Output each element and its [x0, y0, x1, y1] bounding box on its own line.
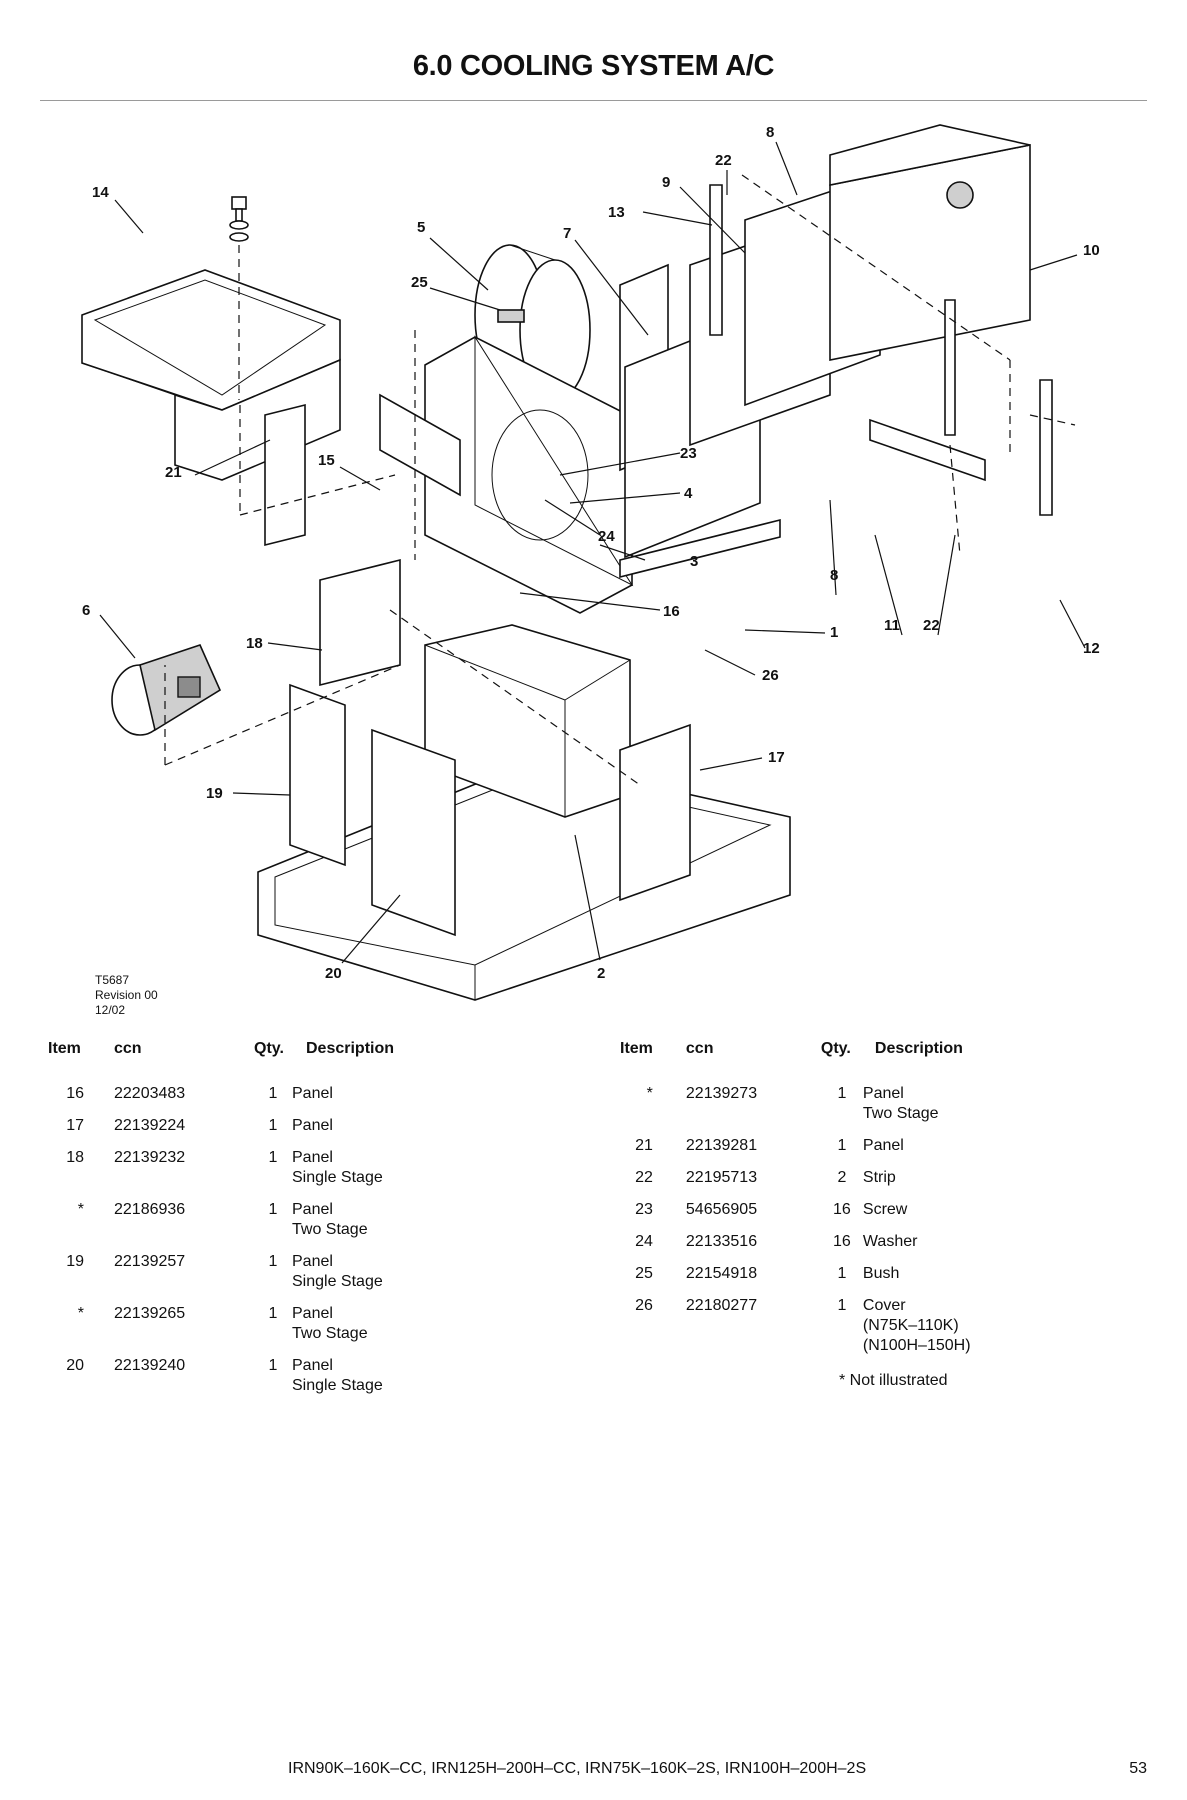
callout-8-top: 8: [766, 124, 774, 141]
callout-23: 23: [680, 445, 697, 462]
revision-label: Revision 00: [95, 988, 158, 1002]
callout-20: 20: [325, 965, 342, 982]
table-row: 21 22139281 1 Panel: [635, 1137, 904, 1154]
footer-models: IRN90K–160K–CC, IRN125H–200H–CC, IRN75K–…: [288, 1760, 867, 1777]
callout-8-bottom: 8: [830, 567, 838, 584]
header-description: Description: [306, 1040, 395, 1057]
drawing-number: T5687: [95, 973, 130, 987]
callout-17: 17: [768, 749, 785, 766]
not-illustrated-note: * Not illustrated: [839, 1372, 948, 1389]
callout-14: 14: [92, 184, 109, 201]
assembly-lines: [164, 174, 1076, 786]
callout-22-bottom: 22: [923, 617, 940, 634]
header-qty: Qty.: [820, 1040, 851, 1057]
callout-13: 13: [608, 204, 625, 221]
fan-wheel: [474, 244, 591, 401]
table-header-row: Item ccn Qty. Description: [48, 1040, 492, 1084]
table-row: 22 22195713 2 Strip: [635, 1169, 896, 1186]
parts-table-left: Item ccn Qty. Description 16 22203483 1 …: [48, 1040, 492, 1408]
callout-15: 15: [318, 452, 335, 469]
callout-4: 4: [684, 485, 693, 502]
callout-10: 10: [1083, 242, 1100, 259]
right-strips: [709, 184, 1053, 516]
table-row: 24 22133516 16 Washer: [635, 1233, 918, 1250]
callout-3: 3: [690, 553, 698, 570]
callout-9: 9: [662, 174, 670, 191]
callout-1: 1: [830, 624, 838, 641]
callout-24: 24: [598, 528, 615, 545]
revision-date: 12/02: [95, 1003, 126, 1017]
exploded-parts-diagram: 14 5 25 21 15 6 18 19 20 2 23 4 24 3 16 …: [81, 124, 1100, 1001]
callout-21: 21: [165, 464, 182, 481]
table-row: 23 54656905 16 Screw: [635, 1201, 908, 1218]
table-row: 16 22203483 1 Panel: [66, 1085, 333, 1102]
header-ccn: ccn: [685, 1040, 714, 1057]
header-qty: Qty.: [254, 1040, 284, 1057]
leader-lines: [99, 141, 1086, 964]
page-title: 6.0 COOLING SYSTEM A/C: [412, 50, 775, 82]
header-description: Description: [874, 1040, 963, 1057]
callout-16: 16: [663, 603, 680, 620]
callout-5: 5: [417, 219, 425, 236]
duct-hood: [81, 269, 341, 481]
header-item: Item: [620, 1040, 653, 1057]
callout-19: 19: [206, 785, 223, 802]
callout-25: 25: [411, 274, 428, 291]
callout-2: 2: [597, 965, 605, 982]
motor: [111, 644, 222, 736]
callout-numbers: 14 5 25 21 15 6 18 19 20 2 23 4 24 3 16 …: [82, 124, 1100, 982]
callout-22-top: 22: [715, 152, 732, 169]
page-number: 53: [1129, 1760, 1147, 1777]
title-rule: [40, 100, 1147, 101]
bolt-stack-top: [229, 196, 249, 242]
callout-11: 11: [884, 617, 900, 634]
table-row: 26 22180277 1 Cover(N75K–110K)(N100H–150…: [635, 1297, 971, 1354]
coil-frames: [619, 124, 1031, 559]
drawing-revision-block: T5687 Revision 00 12/02: [95, 973, 158, 1018]
header-item: Item: [48, 1040, 81, 1057]
fan-housing: [424, 335, 634, 614]
table-header-row: Item ccn Qty. Description: [620, 1040, 1063, 1084]
table-row: 17 22139224 1 Panel: [66, 1117, 333, 1134]
callout-7: 7: [563, 225, 571, 242]
callout-12: 12: [1083, 640, 1100, 657]
callout-26: 26: [762, 667, 779, 684]
header-ccn: ccn: [114, 1040, 142, 1057]
table-row: 25 22154918 1 Bush: [635, 1265, 900, 1282]
callout-6: 6: [82, 602, 90, 619]
callout-18: 18: [246, 635, 263, 652]
parts-table-right: Item ccn Qty. Description * 22139273 1 P…: [620, 1040, 1063, 1368]
